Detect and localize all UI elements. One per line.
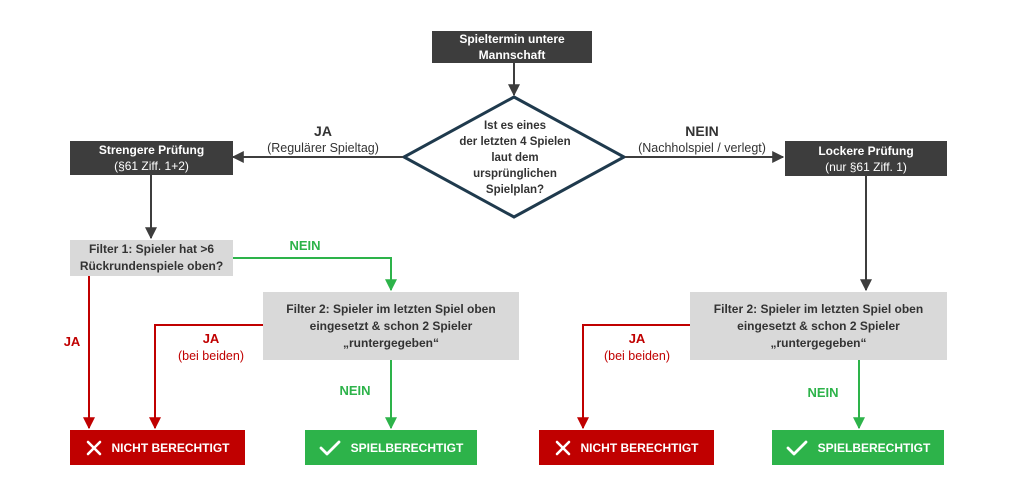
strict-sub: (§61 Ziff. 1+2) — [114, 159, 189, 173]
arrow-filter2-right-yes — [577, 324, 690, 430]
filter1-node: Filter 1: Spieler hat >6 Rückrundenspiel… — [70, 240, 233, 276]
result-not-eligible-label: NICHT BERECHTIGT — [111, 440, 230, 455]
filter2-right-line-3: „runtergegeben“ — [770, 335, 867, 350]
decision-line-3: laut dem — [491, 152, 539, 164]
cross-icon — [86, 440, 102, 456]
filter2-left-node: Filter 2: Spieler im letzten Spiel oben … — [263, 292, 519, 360]
filter2-left-yes-detail: (bei beiden) — [177, 349, 244, 363]
filter2-right-line-2: eingesetzt & schon 2 Spieler — [737, 318, 900, 333]
arrow-filter2-left-yes — [149, 324, 263, 430]
decision-diamond — [400, 95, 628, 219]
result-eligible-right: SPIELBERECHTIGT — [772, 430, 944, 465]
decision-line-1: Ist es eines — [483, 120, 546, 132]
filter2-right-yes-label: JA (bei beiden) — [592, 330, 682, 364]
cross-icon — [555, 440, 571, 456]
decision-line-2: der letzten 4 Spielen — [459, 136, 571, 148]
filter2-right-yes-title: JA — [628, 331, 646, 346]
filter2-left-yes-label: JA (bei beiden) — [166, 330, 256, 364]
filter1-line-2: Rückrundenspiele oben? — [79, 259, 224, 273]
loose-check-node: Lockere Prüfung (nur §61 Ziff. 1) — [785, 141, 947, 176]
filter2-right-yes-detail: (bei beiden) — [603, 349, 670, 363]
filter1-line-1: Filter 1: Spieler hat >6 — [88, 242, 215, 256]
result-eligible-label: SPIELBERECHTIGT — [350, 440, 464, 455]
filter2-left-no-label: NEIN — [339, 383, 371, 398]
yes-branch-title: JA — [314, 123, 332, 139]
no-branch-label: NEIN (Nachholspiel / verlegt) — [620, 122, 784, 156]
start-node: Spieltermin untere Mannschaft — [432, 31, 592, 63]
loose-title: Lockere Prüfung — [818, 143, 914, 158]
filter2-right-node: Filter 2: Spieler im letzten Spiel oben … — [690, 292, 947, 360]
strict-check-node: Strengere Prüfung (§61 Ziff. 1+2) — [70, 141, 233, 175]
filter2-left-line-3: „runtergegeben“ — [342, 335, 439, 350]
result-not-eligible-label: NICHT BERECHTIGT — [580, 440, 699, 455]
check-icon — [319, 439, 341, 457]
decision-question: Ist es eines der letzten 4 Spielen laut … — [440, 118, 590, 198]
filter1-yes-label: JA — [63, 334, 81, 349]
strict-title: Strengere Prüfung — [98, 143, 205, 157]
result-not-eligible-right: NICHT BERECHTIGT — [539, 430, 714, 465]
no-branch-title: NEIN — [685, 123, 719, 139]
result-eligible-label: SPIELBERECHTIGT — [817, 440, 931, 455]
result-eligible-left: SPIELBERECHTIGT — [305, 430, 477, 465]
check-icon — [786, 439, 808, 457]
filter2-left-line-2: eingesetzt & schon 2 Spieler — [309, 318, 473, 333]
loose-sub: (nur §61 Ziff. 1) — [825, 159, 907, 174]
filter2-right-line-1: Filter 2: Spieler im letzten Spiel oben — [713, 301, 924, 316]
start-line-2: Mannschaft — [478, 48, 546, 62]
yes-branch-label: JA (Regulärer Spieltag) — [248, 122, 398, 156]
filter1-no-label: NEIN — [289, 238, 321, 253]
yes-branch-detail: (Regulärer Spieltag) — [267, 141, 379, 155]
filter2-right-no-label: NEIN — [807, 385, 839, 400]
filter2-left-yes-title: JA — [202, 331, 220, 346]
no-branch-detail: (Nachholspiel / verlegt) — [638, 141, 766, 155]
start-line-1: Spieltermin untere — [459, 32, 565, 46]
decision-line-5: Spielplan? — [485, 184, 545, 196]
arrow-filter1-no — [233, 257, 397, 292]
decision-line-4: ursprünglichen — [473, 168, 557, 180]
result-not-eligible-left: NICHT BERECHTIGT — [70, 430, 245, 465]
filter2-left-line-1: Filter 2: Spieler im letzten Spiel oben — [286, 301, 496, 316]
